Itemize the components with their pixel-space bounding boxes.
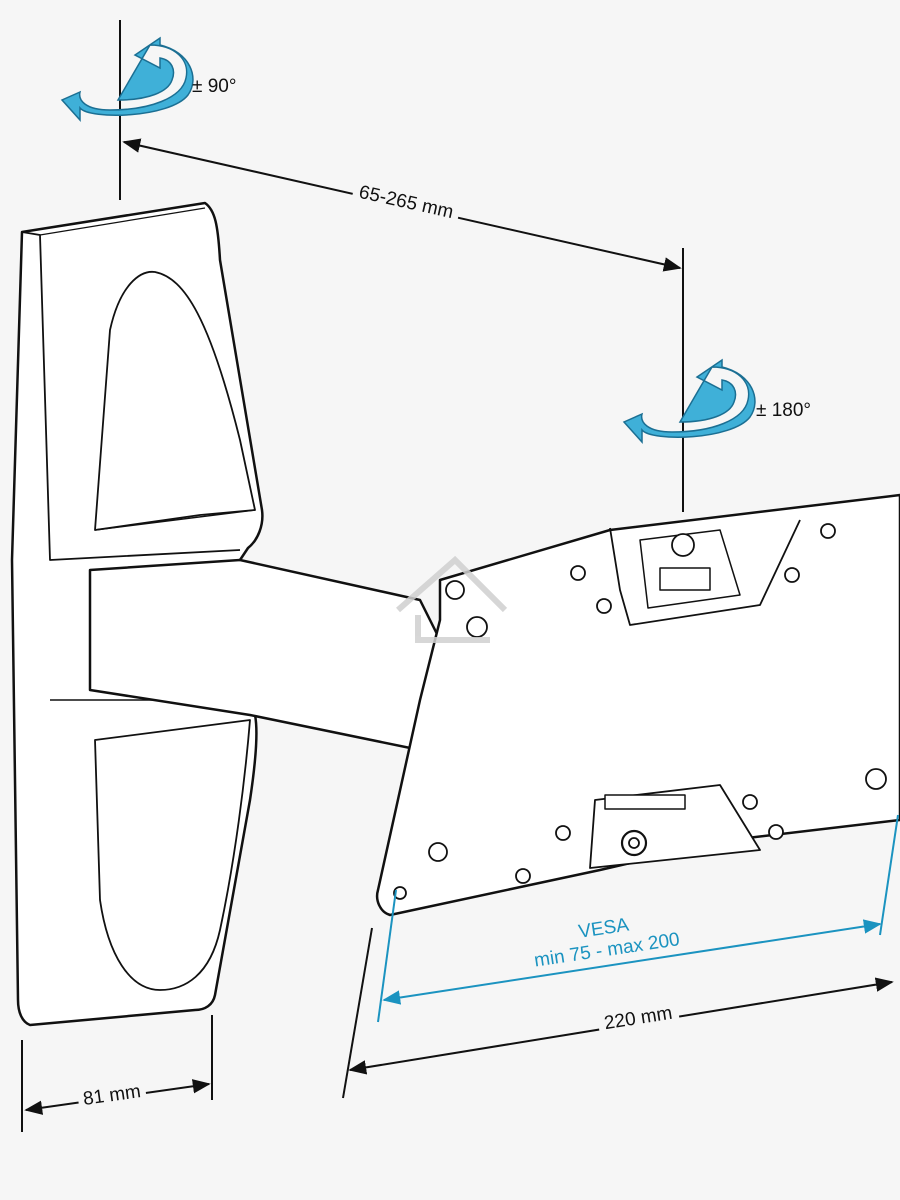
hole <box>445 580 465 600</box>
hole <box>466 616 488 638</box>
hole <box>393 886 407 900</box>
rotate-arrow-icon <box>60 36 194 122</box>
vesa-right-tick <box>879 814 899 936</box>
hole <box>515 868 531 884</box>
hole <box>768 824 784 840</box>
hole <box>555 825 571 841</box>
hole <box>596 598 612 614</box>
hole <box>671 533 695 557</box>
hole <box>742 794 758 810</box>
rotation-mid-label: ± 180° <box>756 400 812 421</box>
rotate-arrow-icon <box>622 358 756 444</box>
bolt-inner <box>628 837 640 849</box>
house-logo-icon <box>396 555 508 643</box>
plate-left-tick <box>342 927 373 1099</box>
hole <box>784 567 800 583</box>
hole <box>570 565 586 581</box>
hole <box>820 523 836 539</box>
hole <box>428 842 448 862</box>
hole <box>865 768 887 790</box>
rotation-top-label: ± 90° <box>192 76 237 97</box>
mounting-holes <box>393 523 887 900</box>
